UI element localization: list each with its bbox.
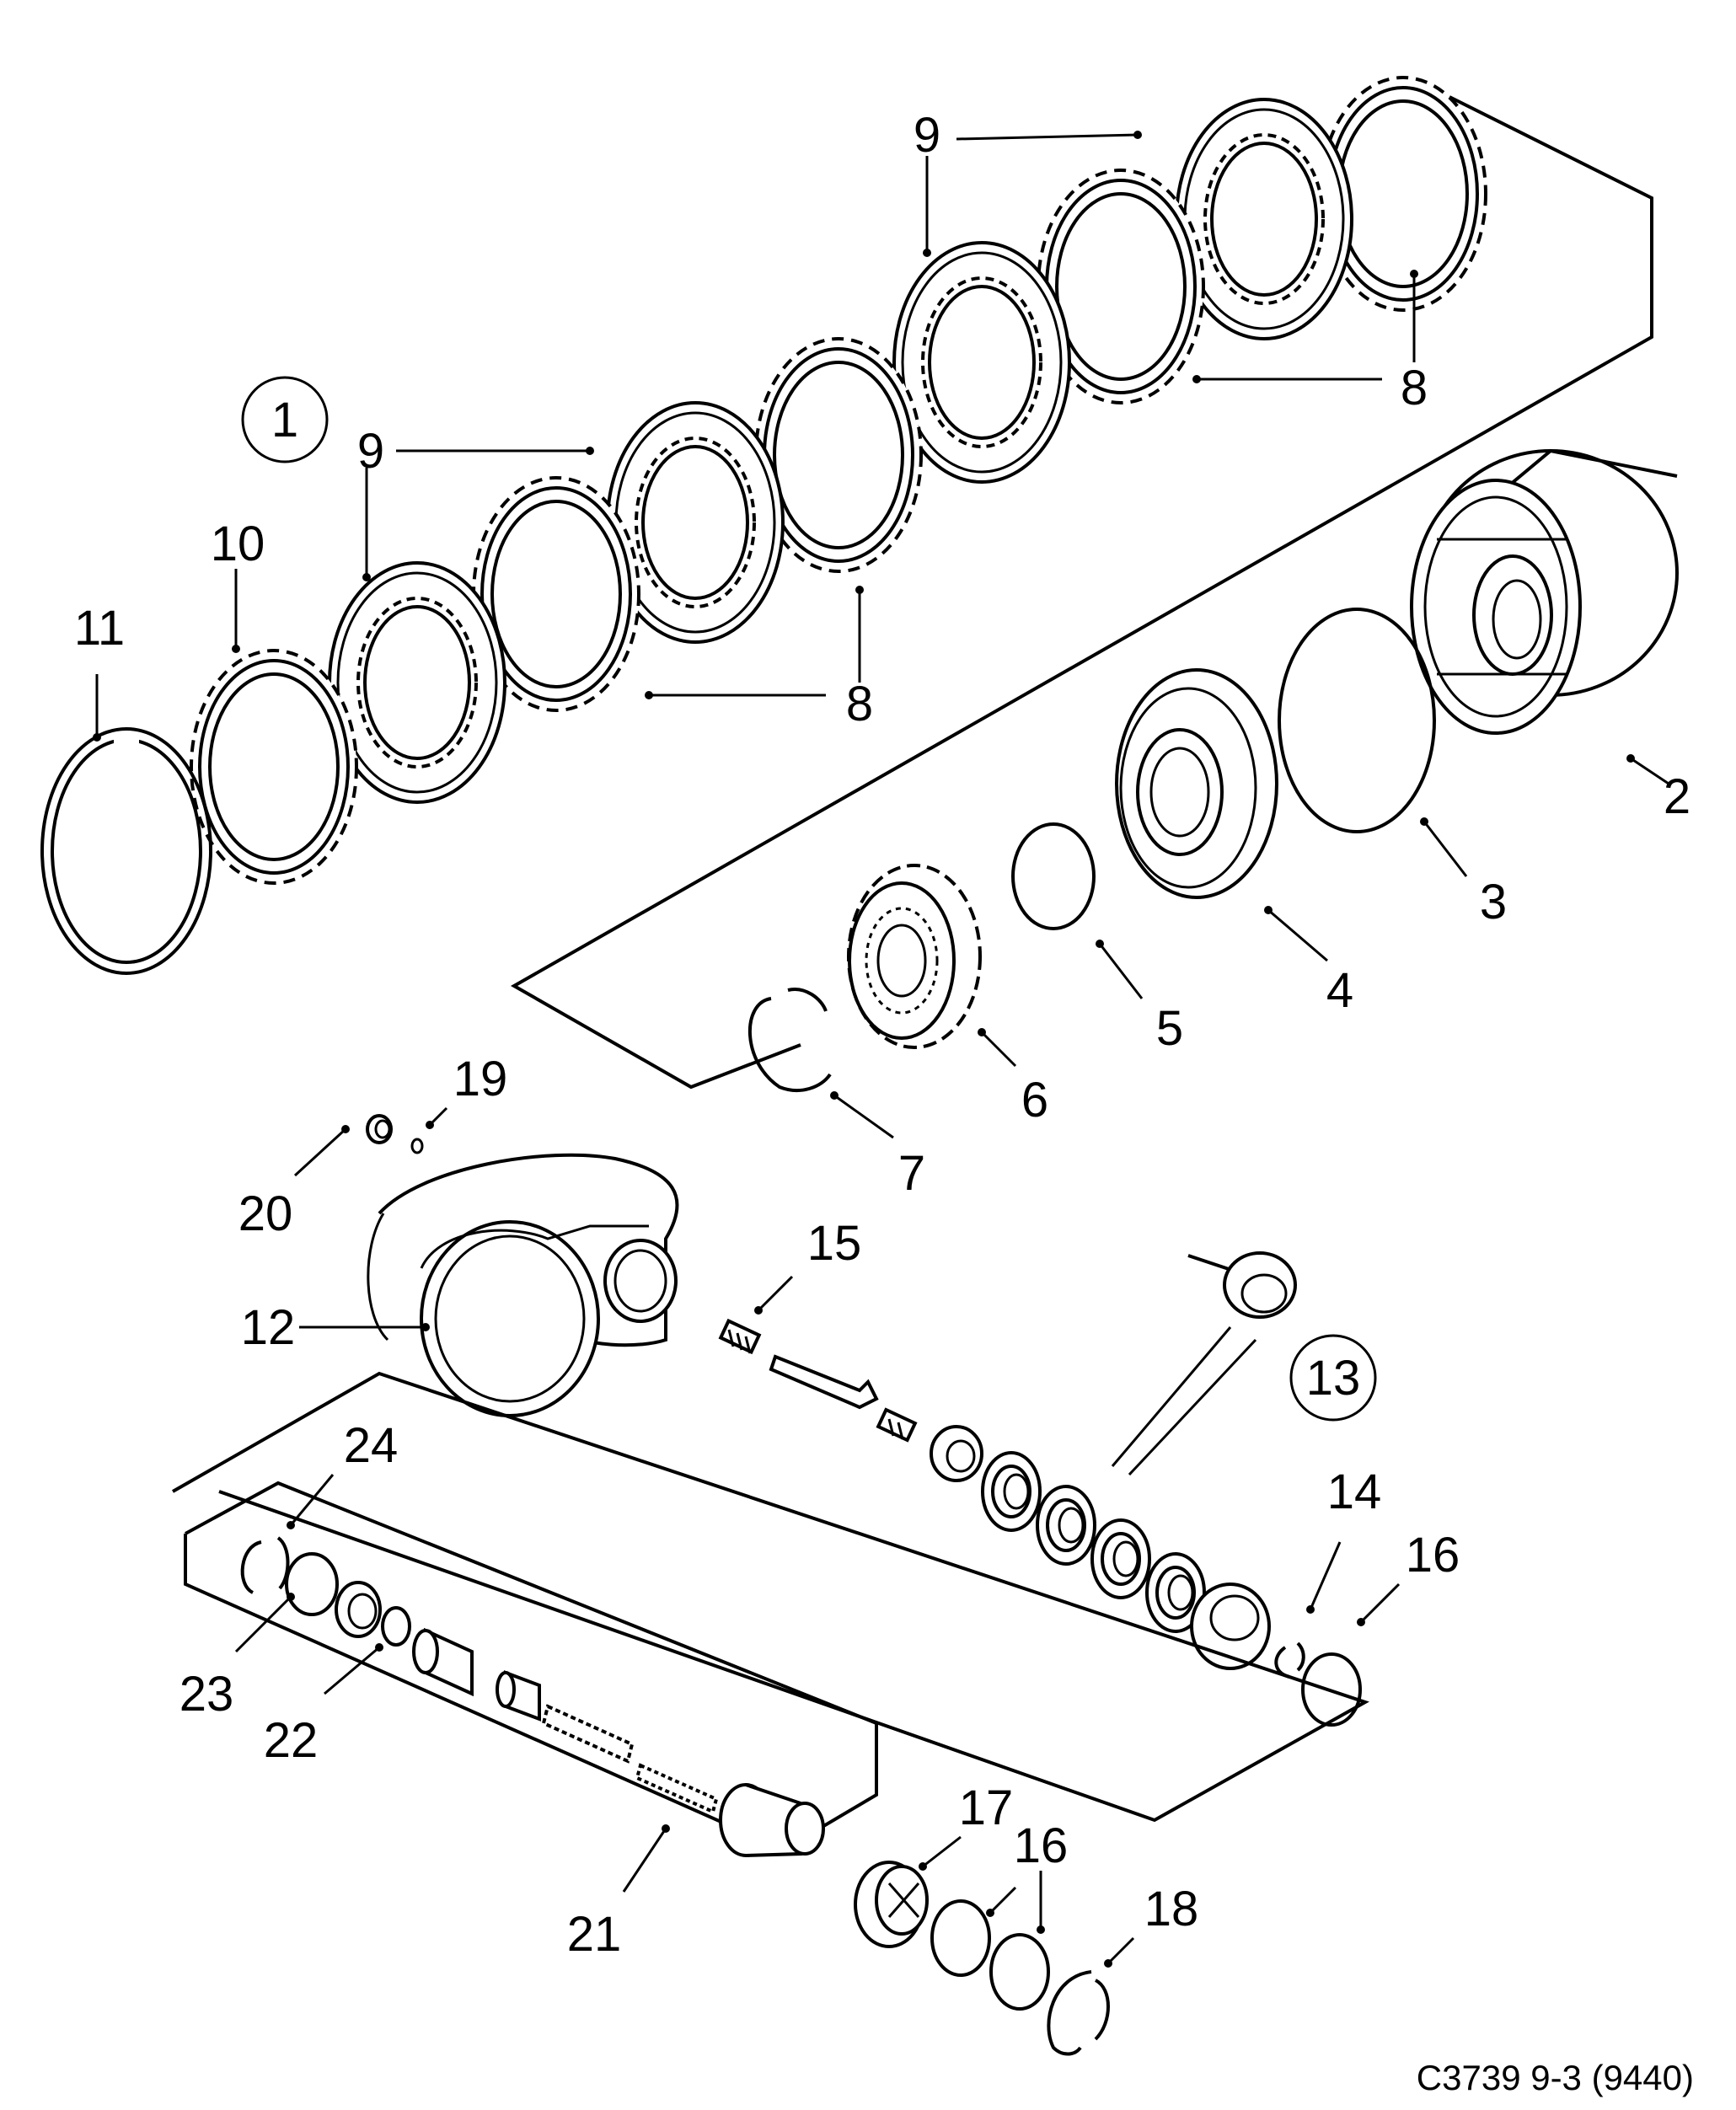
plug [366, 1114, 393, 1144]
accumulator-piston [1190, 1582, 1271, 1670]
o-ring-small [1011, 822, 1096, 930]
label-4: 4 [1326, 963, 1353, 1018]
label-13: 13 [1306, 1351, 1361, 1406]
label-21: 21 [567, 1907, 622, 1962]
o-ring-valve-small [381, 1606, 411, 1647]
label-24: 24 [344, 1418, 399, 1473]
label-12: 12 [241, 1300, 296, 1355]
accumulator-pin [1187, 1251, 1297, 1319]
clutch-piston [1115, 668, 1278, 899]
label-2: 2 [1664, 769, 1690, 824]
leader-lines [93, 131, 1669, 1968]
spacer-sleeve [930, 1425, 983, 1482]
end-cap [854, 1861, 929, 1948]
label-23: 23 [179, 1667, 234, 1722]
label-19: 19 [453, 1052, 508, 1106]
label-14: 14 [1327, 1465, 1382, 1519]
seal-washer [1036, 1485, 1096, 1566]
label-5: 5 [1156, 1001, 1183, 1056]
servo-housing [367, 1153, 679, 1417]
label-9: 9 [357, 424, 384, 479]
valve-spring [718, 1318, 762, 1355]
o-ring-end-cap [930, 1899, 991, 1977]
valve-spring [876, 1407, 918, 1443]
snap-ring-small [747, 988, 832, 1092]
label-7: 7 [898, 1146, 925, 1201]
clutch-plate-friction [1175, 98, 1353, 340]
clutch-pack-group [40, 76, 1679, 1092]
part-labels: 1 9 8 9 8 10 11 2 3 4 5 6 7 19 20 12 15 … [74, 108, 1690, 1962]
label-17: 17 [959, 1781, 1014, 1835]
label-6: 6 [1021, 1073, 1048, 1127]
label-16: 16 [1014, 1818, 1069, 1873]
valve-sleeve [335, 1581, 382, 1638]
o-ring-valve [285, 1552, 339, 1616]
snap-ring-valve [240, 1536, 290, 1594]
group-bracket-upper [510, 95, 1653, 1090]
label-20: 20 [238, 1186, 293, 1241]
group-bracket-valve [184, 1481, 878, 1852]
snap-ring-end [1047, 1970, 1110, 2056]
label-10: 10 [211, 517, 265, 571]
label-22: 22 [264, 1713, 319, 1768]
label-8: 8 [1401, 361, 1428, 415]
o-ring-large [1278, 608, 1436, 833]
snap-ring [40, 727, 212, 975]
label-15: 15 [807, 1216, 862, 1271]
valve-plug-threaded [719, 1783, 825, 1857]
group-number-circle [241, 376, 329, 463]
label-11: 11 [74, 601, 125, 656]
valve-plunger [412, 1627, 474, 1697]
o-ring-end-cap [989, 1933, 1050, 2011]
group-number-circle [1289, 1334, 1377, 1422]
label-3: 3 [1480, 875, 1507, 929]
label-8: 8 [846, 677, 873, 731]
valve-spring-long [541, 1704, 635, 1764]
valve-spool [496, 1670, 541, 1722]
clutch-drum [1410, 448, 1679, 735]
circlip [1274, 1641, 1305, 1679]
seal-washer [981, 1451, 1042, 1532]
figure-caption: C3739 9-3 (9440) [1417, 2058, 1694, 2097]
o-ring-plug [410, 1138, 424, 1154]
clutch-plate-backing [190, 649, 358, 885]
leader-13 [1111, 1326, 1257, 1476]
return-spring-assembly [847, 864, 982, 1049]
valve-stem [769, 1354, 879, 1410]
label-1: 1 [271, 393, 298, 447]
seal-washer [1090, 1518, 1151, 1599]
label-16: 16 [1406, 1528, 1460, 1582]
valve-spring-thin [635, 1763, 719, 1814]
valve-body-group [172, 1114, 1369, 2056]
o-ring-accumulator [1301, 1652, 1362, 1727]
label-18: 18 [1144, 1882, 1199, 1936]
label-9: 9 [914, 108, 940, 163]
